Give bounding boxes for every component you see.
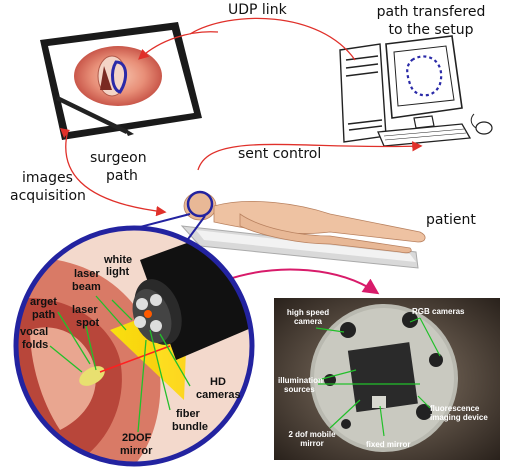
photo-arrow	[226, 270, 376, 292]
target-path-label-1: arget	[30, 296, 57, 308]
monitor-icon	[386, 36, 462, 128]
white-light-label-1: white	[104, 254, 132, 266]
patient-label: patient	[426, 212, 476, 228]
high-speed-label-1: high speed	[280, 308, 336, 317]
fiber-bundle-label-2: bundle	[172, 421, 208, 433]
desktop-computer-icon	[340, 44, 386, 142]
mirror-2dof-label-1: 2DOF	[122, 432, 151, 444]
udp-link-arrow-to-tablet	[190, 18, 355, 60]
acquisition-label: acquisition	[10, 188, 86, 204]
fluorescence-label-1: fluorescence	[430, 404, 479, 413]
target-path-label-2: path	[32, 309, 55, 321]
tablet-icon	[40, 22, 202, 140]
laser-spot-label-1: laser	[72, 304, 98, 316]
laser-beam-label-1: laser	[74, 268, 100, 280]
images-label: images	[22, 170, 73, 186]
high-speed-label-2: camera	[280, 317, 336, 326]
fiber-bundle-label-1: fiber	[176, 408, 200, 420]
vocal-folds-label-1: vocal	[20, 326, 48, 338]
fluorescence-label-2: imaging device	[430, 413, 488, 422]
hd-cameras-label-2: cameras	[196, 389, 241, 401]
mirror-2dof-label-2: mirror	[120, 445, 152, 457]
mouse-icon	[471, 114, 492, 134]
rgb-cameras-label: RGB cameras	[412, 307, 464, 316]
path-transfered-label-1: path transfered	[366, 4, 496, 20]
surgeon-label: surgeon	[90, 150, 147, 166]
sent-control-label: sent control	[238, 146, 321, 162]
mobile-mirror-label-2: mirror	[282, 439, 342, 448]
laser-beam-label-2: beam	[72, 281, 101, 293]
path-transfered-label-2: to the setup	[366, 22, 496, 38]
laser-spot-label-2: spot	[76, 317, 99, 329]
hd-cameras-label-1: HD	[210, 376, 226, 388]
illumination-label-2: sources	[284, 385, 315, 394]
fixed-mirror-label: fixed mirror	[366, 440, 410, 449]
vocal-folds-label-2: folds	[22, 339, 48, 351]
white-light-label-2: light	[106, 266, 129, 278]
mobile-mirror-label-1: 2 dof mobile	[282, 430, 342, 439]
illumination-label-1: illumination	[278, 376, 323, 385]
path-label: path	[106, 168, 138, 184]
keyboard-icon	[378, 124, 470, 146]
udp-link-label: UDP link	[228, 2, 287, 18]
patient-on-bed-icon	[182, 192, 425, 268]
